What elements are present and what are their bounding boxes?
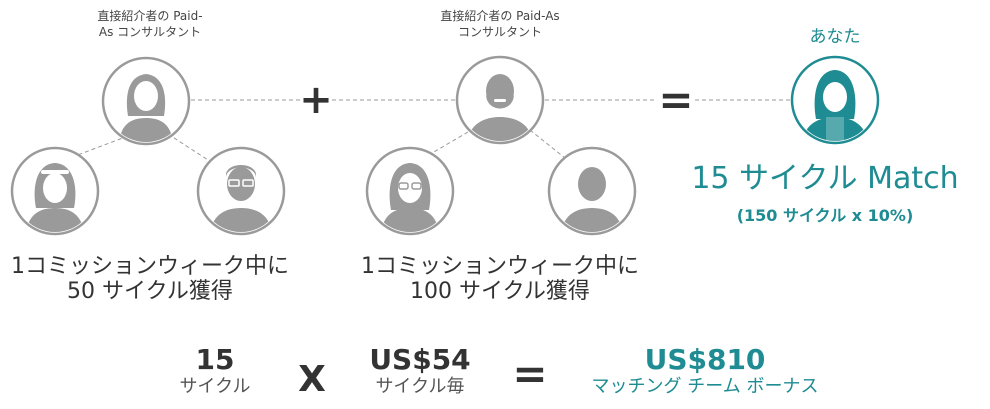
times-symbol: X <box>298 359 326 400</box>
group1-label-line1: 直接紹介者の Paid- <box>97 9 203 23</box>
group2-label-line1: 直接紹介者の Paid-As <box>440 9 560 23</box>
calc-equals-symbol: = <box>512 349 548 398</box>
match-formula: (150 サイクル x 10%) <box>736 206 914 225</box>
calc-rate-unit: サイクル毎 <box>375 376 465 397</box>
match-result: 15 サイクル Match <box>691 161 959 196</box>
you-label: あなた <box>809 27 861 47</box>
group1-label-line2: As コンサルタント <box>98 25 202 39</box>
calc-total: US$810 マッチング チーム ボーナス <box>560 344 850 398</box>
equals-symbol: = <box>658 75 694 124</box>
calc-total-label: マッチング チーム ボーナス <box>591 376 819 397</box>
group2-label-line2: コンサルタント <box>457 25 542 39</box>
group2-label: 直接紹介者の Paid-As コンサルタント <box>410 8 590 40</box>
plus-symbol: + <box>299 77 333 123</box>
group2-caption-line1: 1コミッションウィーク中に <box>361 254 639 279</box>
calc-rate-value: US$54 <box>369 343 471 376</box>
man-glasses-avatar-icon <box>196 146 286 236</box>
calc-cycles: 15 サイクル <box>160 344 270 398</box>
group1-caption-line2: 50 サイクル獲得 <box>67 279 233 304</box>
group1-label: 直接紹介者の Paid- As コンサルタント <box>70 8 230 40</box>
calc-cycles-unit: サイクル <box>179 376 251 397</box>
calc-cycles-value: 15 <box>195 343 235 376</box>
group2-caption: 1コミッションウィーク中に 100 サイクル獲得 <box>350 254 650 304</box>
group1-caption: 1コミッションウィーク中に 50 サイクル獲得 <box>0 254 300 304</box>
you-avatar-icon <box>790 55 880 145</box>
calc-total-value: US$810 <box>644 343 766 376</box>
man-avatar-icon <box>547 146 637 236</box>
woman-glasses-avatar-icon <box>365 146 455 236</box>
calc-rate: US$54 サイクル毎 <box>350 344 490 398</box>
group2-caption-line2: 100 サイクル獲得 <box>410 279 590 304</box>
man-beard-avatar-icon <box>455 55 545 145</box>
woman-avatar-icon <box>101 56 191 146</box>
woman-headband-avatar-icon <box>10 146 100 236</box>
group1-caption-line1: 1コミッションウィーク中に <box>11 254 289 279</box>
